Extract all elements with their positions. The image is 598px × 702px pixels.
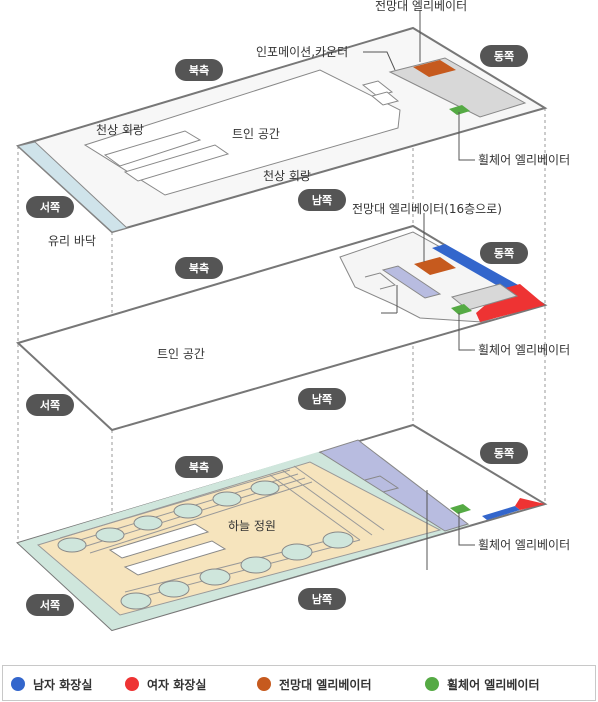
floor-diagram: 북측 동쪽 남쪽 서쪽 북측 동쪽 남쪽 서쪽 북측 동쪽 남쪽 <box>16 0 570 632</box>
legend-dot-red <box>125 677 139 691</box>
leader-lines <box>363 10 475 546</box>
top-stair-2 <box>370 91 400 106</box>
label-info-counter: 인포메이션,카운터 <box>256 45 348 59</box>
svg-text:남쪽: 남쪽 <box>312 593 332 606</box>
svg-text:서쪽: 서쪽 <box>40 200 60 214</box>
legend-dot-orange <box>257 677 271 691</box>
svg-text:북측: 북측 <box>189 460 209 474</box>
label-observatory-elevator-16f: 전망대 엘리베이터(16층으로) <box>352 202 502 216</box>
skywalk-bar-2 <box>123 144 230 182</box>
label-wheelchair-elevator-3: 휠체어 엘리베이터 <box>478 538 570 552</box>
pill-east-top: 동쪽 <box>480 45 528 67</box>
legend-item-women-restroom: 여자 화장실 <box>125 675 206 693</box>
pill-east-bottom: 동쪽 <box>480 442 528 464</box>
middle-lavender <box>381 265 442 299</box>
legend-dot-green <box>425 677 439 691</box>
pill-west-top: 서쪽 <box>26 196 74 218</box>
skywalk-bar-1 <box>103 130 202 167</box>
svg-text:남쪽: 남쪽 <box>312 393 332 406</box>
top-floor <box>16 26 548 234</box>
pill-west-mid: 서쪽 <box>26 394 74 416</box>
legend-item-wheelchair-elevator: 휠체어 엘리베이터 <box>425 675 540 693</box>
garden-bench-2 <box>123 540 227 576</box>
svg-text:동쪽: 동쪽 <box>494 50 514 63</box>
svg-text:동쪽: 동쪽 <box>494 447 514 460</box>
label-sky-garden: 하늘 정원 <box>228 519 276 533</box>
label-glass-floor: 유리 바닥 <box>48 234 96 248</box>
middle-stair <box>364 272 397 290</box>
pill-south-bottom: 남쪽 <box>298 588 346 610</box>
label-twin-space: 트인 공간 <box>232 127 280 141</box>
bottom-stair <box>364 475 400 493</box>
svg-text:동쪽: 동쪽 <box>494 247 514 260</box>
svg-text:남쪽: 남쪽 <box>312 194 332 207</box>
legend-item-observatory-elevator: 전망대 엘리베이터 <box>257 675 372 693</box>
pill-south-top: 남쪽 <box>298 189 346 211</box>
pill-north-mid: 북측 <box>175 257 223 279</box>
label-wheelchair-elevator-2: 휠체어 엘리베이터 <box>478 343 570 357</box>
women-restroom-bottom <box>515 498 545 510</box>
sky-garden <box>36 461 442 616</box>
label-twin-space-2: 트인 공간 <box>157 347 205 361</box>
garden-bench-1 <box>108 523 210 559</box>
glass-floor-strip <box>16 141 129 233</box>
label-observatory-elevator: 전망대 엘리베이터 <box>375 0 467 13</box>
pill-east-mid: 동쪽 <box>480 242 528 264</box>
top-wheelchair-elevator <box>449 105 470 115</box>
women-restroom-mid <box>476 284 545 322</box>
legend-dot-blue <box>11 677 25 691</box>
legend-item-men-restroom: 남자 화장실 <box>11 675 92 693</box>
label-skywalk-2: 천상 회랑 <box>263 168 311 183</box>
pill-south-mid: 남쪽 <box>298 388 346 410</box>
middle-wheelchair-elevator <box>451 304 472 315</box>
legend: 남자 화장실 여자 화장실 전망대 엘리베이터 휠체어 엘리베이터 <box>2 665 596 701</box>
label-skywalk-1: 천상 회랑 <box>96 122 144 137</box>
svg-text:서쪽: 서쪽 <box>40 398 60 412</box>
svg-text:북측: 북측 <box>189 63 209 77</box>
legend-label: 남자 화장실 <box>33 677 93 692</box>
svg-text:북측: 북측 <box>189 261 209 275</box>
middle-floor <box>16 224 548 432</box>
bottom-floor <box>16 423 548 632</box>
legend-label: 여자 화장실 <box>147 677 207 692</box>
legend-label: 전망대 엘리베이터 <box>279 677 372 692</box>
men-restroom-bottom <box>482 506 520 520</box>
men-restroom-mid <box>432 244 520 290</box>
pill-north-bottom: 북측 <box>175 456 223 478</box>
svg-text:서쪽: 서쪽 <box>40 598 60 612</box>
top-observatory-elevator <box>413 60 456 77</box>
garden-planters <box>57 480 354 610</box>
label-wheelchair-elevator: 휠체어 엘리베이터 <box>478 153 570 167</box>
legend-label: 휠체어 엘리베이터 <box>447 677 540 692</box>
bottom-wheelchair-elevator <box>450 504 471 514</box>
pill-north-top: 북측 <box>175 59 223 81</box>
pill-west-bottom: 서쪽 <box>26 594 74 616</box>
